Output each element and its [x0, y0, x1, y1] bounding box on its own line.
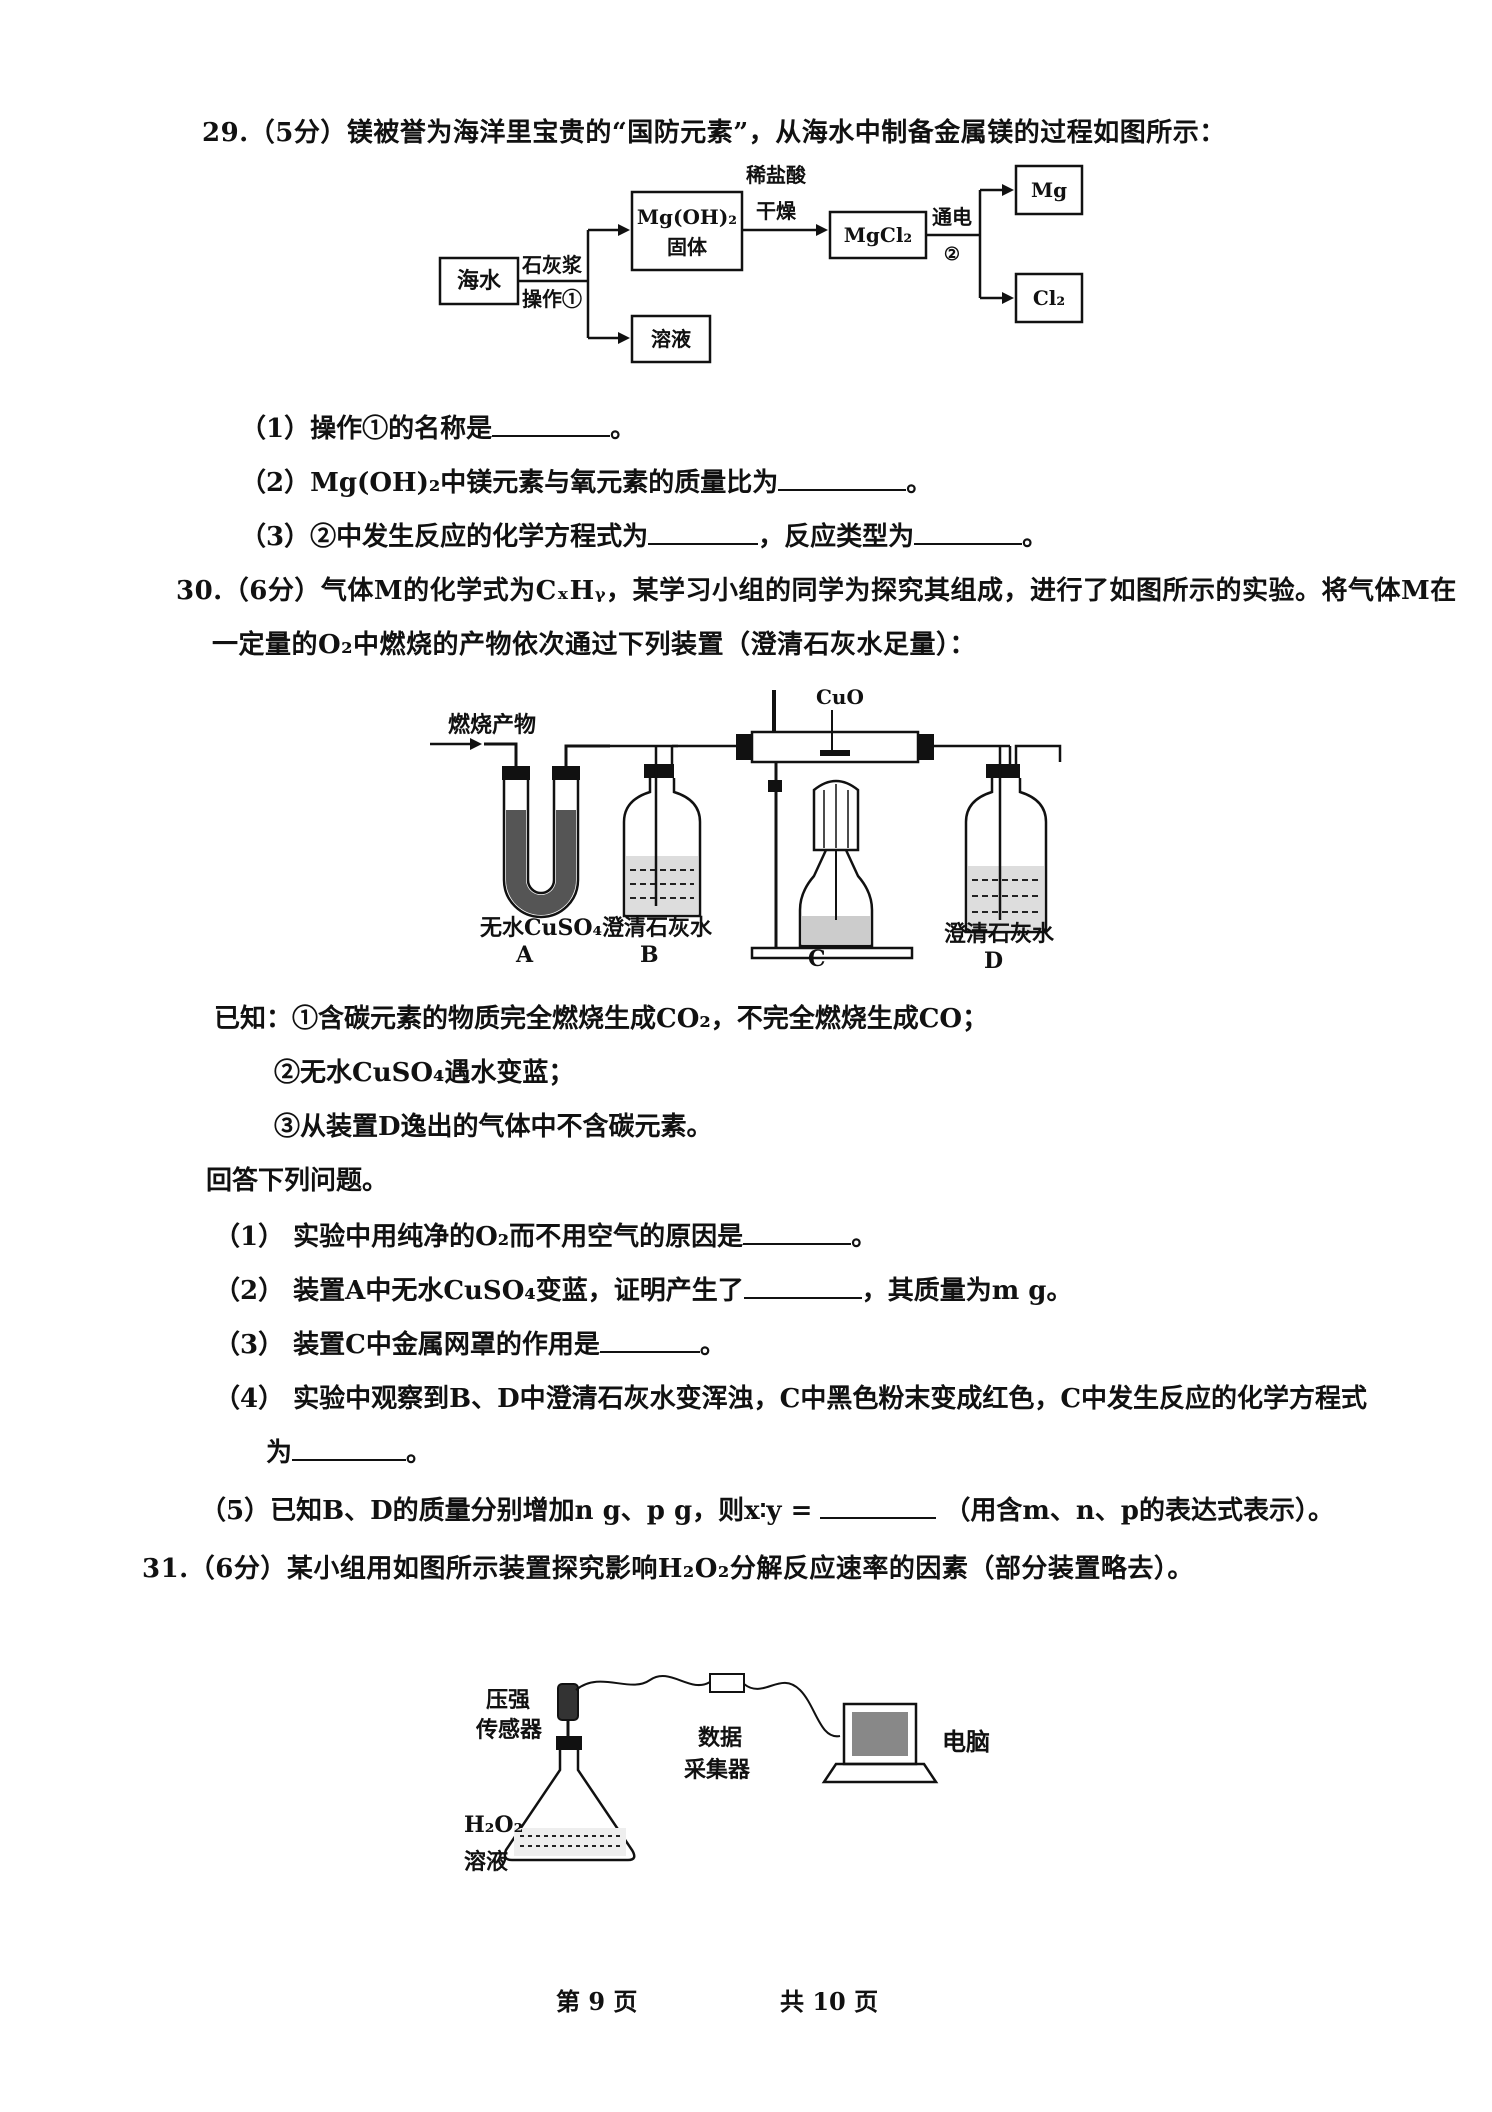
label-d-reagent: 澄清石灰水	[944, 921, 1055, 947]
q30-sub4: （4） 实验中观察到B、D中澄清石灰水变浑浊，C中黑色粉末变成红色，C中发生反应…	[214, 1384, 1368, 1414]
q30-sub5-text: （5）已知B、D的质量分别增加n g、p g，则x∶y =	[200, 1496, 813, 1526]
q30-known1: 已知：①含碳元素的物质完全燃烧生成CO₂，不完全燃烧生成CO；	[214, 1004, 989, 1034]
q30-sub4-line2: 为。	[266, 1432, 432, 1469]
q30-sub5-end: （用含m、n、p的表达式表示）。	[944, 1496, 1334, 1526]
q29-flow-diagram: 海水 石灰浆 操作① Mg(OH)₂ 固体 溶液 稀盐酸 干燥 MgCl₂ 通电…	[438, 163, 1084, 364]
q29-sub3-end: 。	[1022, 522, 1049, 552]
q29-stem: 29.（5分）镁被誉为海洋里宝贵的“国防元素”，从海水中制备金属镁的过程如图所示…	[202, 118, 1226, 148]
cl2-label: Cl₂	[1033, 286, 1065, 310]
q30-stem-line2: 一定量的O₂中燃烧的产物依次通过下列装置（澄清石灰水足量）：	[212, 630, 977, 660]
q30-blank3[interactable]	[599, 1327, 700, 1353]
q29-blank3a[interactable]	[648, 519, 759, 545]
flask	[503, 1750, 636, 1862]
q30-blank2[interactable]	[743, 1273, 862, 1299]
seawater-label: 海水	[457, 268, 502, 294]
q29-sub3-text: （3）②中发生反应的化学方程式为	[240, 522, 649, 552]
filtrate-label: 溶液	[651, 327, 692, 351]
mgcl2-label: MgCl₂	[844, 223, 912, 247]
q29-blank1[interactable]	[492, 411, 611, 437]
label-a: A	[516, 942, 534, 968]
label-b-reagent: 澄清石灰水	[602, 915, 713, 941]
q30-stem-line1: 30.（6分）气体M的化学式为CₓHᵧ，某学习小组的同学为探究其组成，进行了如图…	[176, 576, 1457, 606]
computer-icon	[821, 1702, 939, 1784]
q30-sub3-text: （3） 装置C中金属网罩的作用是	[214, 1330, 600, 1360]
electrolysis-label: 通电	[932, 205, 972, 229]
q29-sub2-end: 。	[906, 468, 933, 498]
q30-blank4[interactable]	[292, 1435, 407, 1461]
bottle-b	[610, 744, 750, 918]
step2-label: ②	[944, 244, 960, 265]
sensor-label-1: 压强	[486, 1687, 531, 1713]
label-c: C	[808, 946, 826, 972]
q30-blank5[interactable]	[820, 1493, 937, 1519]
q29-blank2[interactable]	[778, 465, 907, 491]
q30-sub2-text: （2） 装置A中无水CuSO₄变蓝，证明产生了	[214, 1276, 744, 1306]
q29-sub2-text: （2）Mg(OH)₂中镁元素与氧元素的质量比为	[240, 468, 779, 498]
u-tube-a	[502, 744, 610, 919]
cuo-label: CuO	[816, 685, 864, 709]
q30-answer-prompt: 回答下列问题。	[206, 1166, 389, 1196]
q30-sub1-text: （1） 实验中用纯净的O₂而不用空气的原因是	[214, 1222, 744, 1252]
reagent2-label: 稀盐酸	[746, 163, 807, 187]
data-logger	[709, 1673, 745, 1693]
label-b: B	[640, 942, 659, 968]
solution-label-2: 溶液	[464, 1849, 509, 1875]
mgoh2-label-2: 固体	[667, 235, 708, 259]
solution-label-1: H₂O₂	[464, 1812, 524, 1838]
q31-apparatus-diagram	[503, 1673, 939, 1862]
logger-label-1: 数据	[698, 1725, 743, 1751]
q29-sub1-end: 。	[610, 414, 637, 444]
q30-sub4-end: 。	[406, 1438, 433, 1468]
q30-sub3: （3） 装置C中金属网罩的作用是 。	[214, 1324, 726, 1361]
sensor-label-2: 传感器	[476, 1717, 543, 1743]
q30-apparatus-diagram: 燃烧产物 CuO	[430, 685, 1062, 960]
mg-label: Mg	[1031, 178, 1067, 202]
pressure-sensor	[557, 1683, 579, 1721]
mgoh2-label-1: Mg(OH)₂	[637, 205, 737, 229]
q29-blank3b[interactable]	[914, 519, 1023, 545]
q30-known2: ②无水CuSO₄遇水变蓝；	[274, 1058, 575, 1088]
label-d: D	[984, 948, 1004, 974]
mg-box	[1014, 164, 1084, 216]
cl2-box	[1014, 272, 1084, 324]
computer-label: 电脑	[942, 1727, 990, 1756]
op1-label: 操作①	[522, 287, 582, 311]
q29-sub1-text: （1）操作①的名称是	[240, 414, 493, 444]
q30-sub2: （2） 装置A中无水CuSO₄变蓝，证明产生了 ，其质量为m g。	[214, 1270, 1072, 1307]
q29-sub2: （2）Mg(OH)₂中镁元素与氧元素的质量比为 。	[240, 462, 932, 499]
inlet-label: 燃烧产物	[448, 712, 536, 738]
q30-sub1-end: 。	[851, 1222, 878, 1252]
heating-tube-c: CuO	[736, 685, 1010, 960]
q30-sub2-end: ，其质量为m g。	[861, 1276, 1073, 1306]
logger-label-2: 采集器	[684, 1757, 751, 1783]
q29-sub1: （1）操作①的名称是 。	[240, 408, 636, 445]
filtrate-box	[630, 314, 712, 364]
q30-sub5: （5）已知B、D的质量分别增加n g、p g，则x∶y = （用含m、n、p的表达…	[200, 1490, 1334, 1527]
q31-stem: 31.（6分）某小组用如图所示装置探究影响H₂O₂分解反应速率的因素（部分装置略…	[142, 1554, 1194, 1584]
reagent1-label: 石灰浆	[521, 253, 583, 277]
bottle-d	[964, 744, 1062, 934]
q30-blank1[interactable]	[743, 1219, 852, 1245]
q29-sub3: （3）②中发生反应的化学方程式为 ，反应类型为 。	[240, 516, 1048, 553]
q30-sub4-l2-text: 为	[266, 1438, 293, 1468]
page-total: 共 10 页	[780, 1987, 879, 2016]
dry-label: 干燥	[756, 199, 797, 223]
q30-sub1: （1） 实验中用纯净的O₂而不用空气的原因是 。	[214, 1216, 877, 1253]
label-a-reagent: 无水CuSO₄	[480, 915, 603, 941]
q30-known3: ③从装置D逸出的气体中不含碳元素。	[274, 1112, 713, 1142]
q29-sub3-mid: ，反应类型为	[758, 522, 915, 552]
q30-sub3-end: 。	[699, 1330, 726, 1360]
page-number: 第 9 页	[556, 1987, 638, 2016]
